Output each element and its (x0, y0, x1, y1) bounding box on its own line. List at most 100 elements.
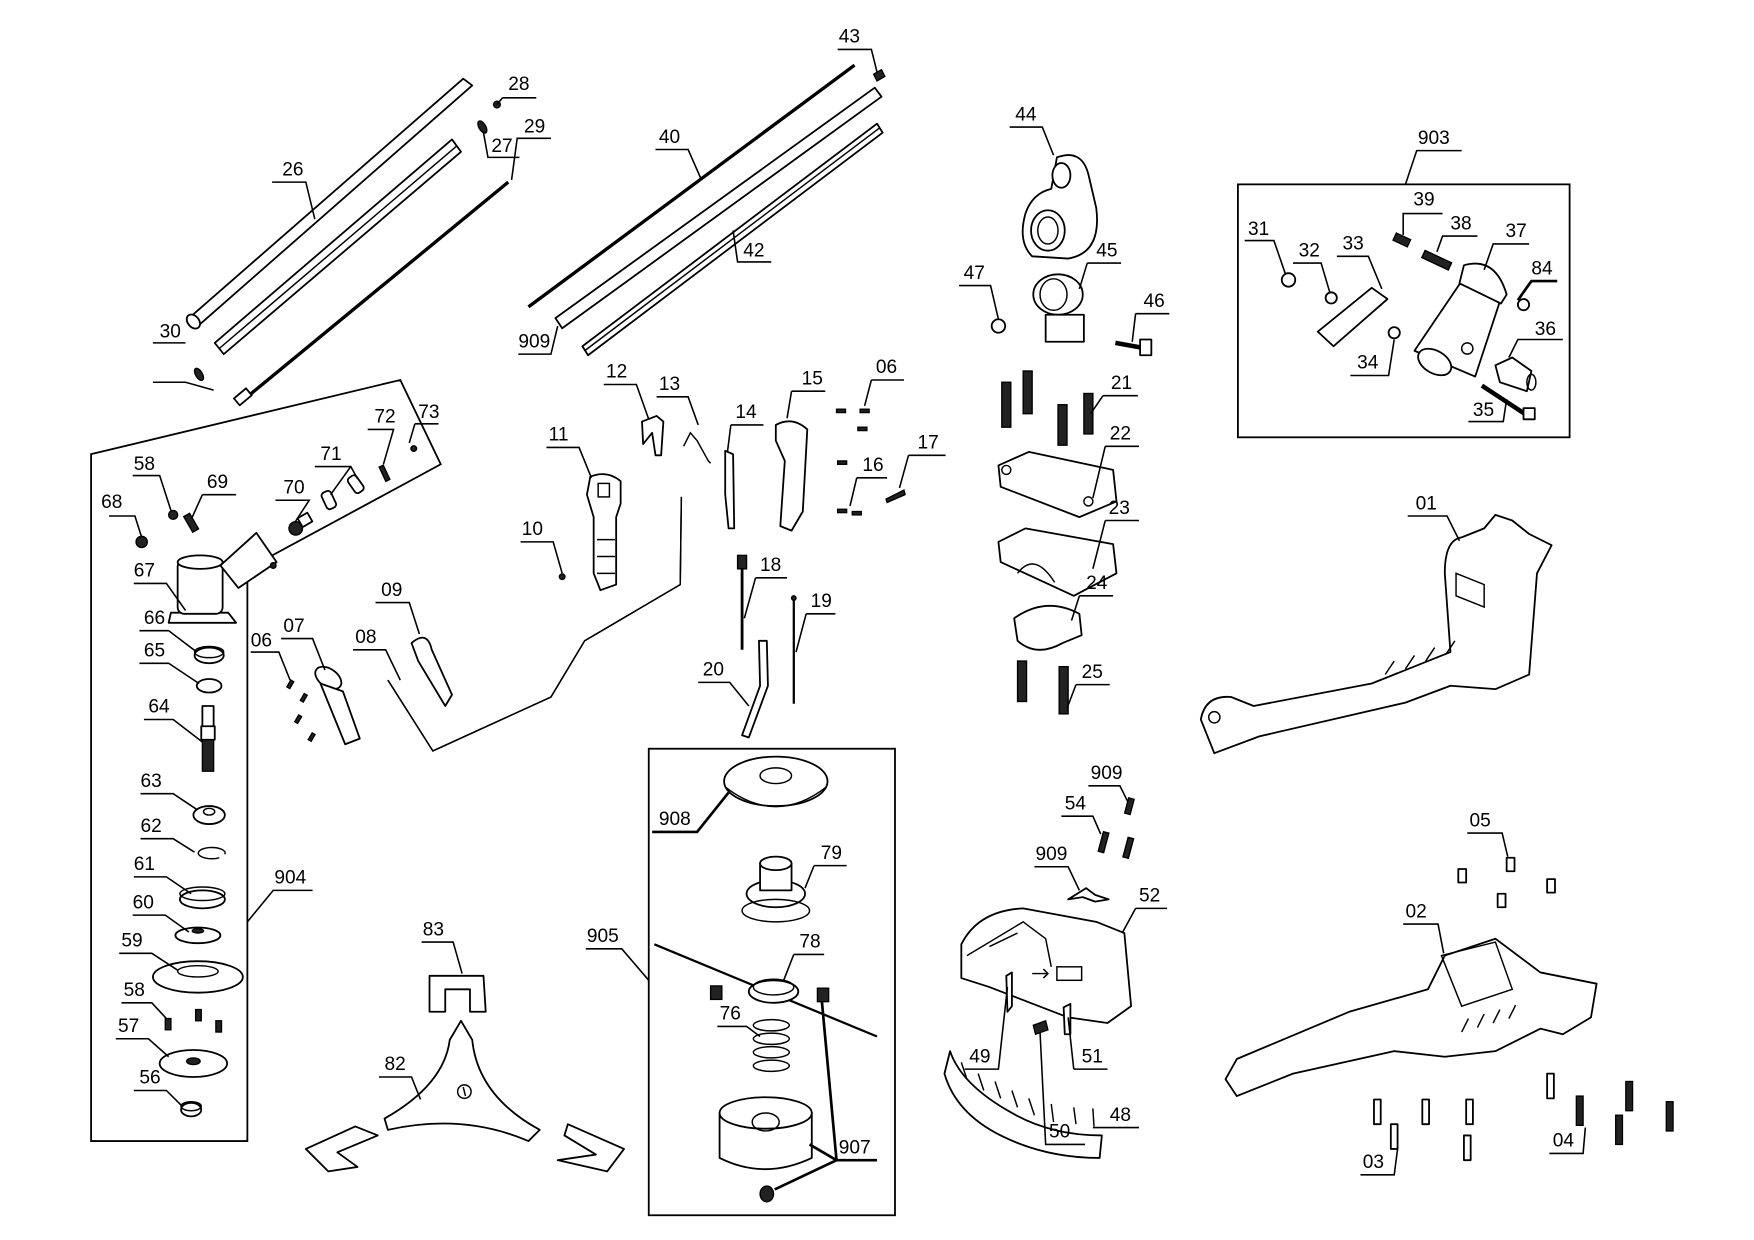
label-68: 68 (101, 492, 143, 538)
part-06-screw-c (293, 713, 303, 725)
label-06-right: 06 (863, 357, 904, 407)
part-71-bearing-b (346, 474, 365, 495)
svg-text:57: 57 (118, 1016, 139, 1037)
part-907-nut (759, 1185, 775, 1203)
part-909-clip (1067, 887, 1110, 903)
label-83: 83 (421, 919, 463, 974)
part-25-screws (1016, 660, 1069, 715)
part-47-nut (990, 318, 1007, 334)
label-45: 45 (1078, 240, 1121, 290)
part-63-bearing (192, 805, 226, 825)
label-11: 11 (546, 425, 593, 479)
part-79-spool (741, 855, 811, 923)
svg-text:61: 61 (134, 854, 155, 875)
label-19: 19 (795, 591, 836, 653)
part-68-nut (135, 535, 148, 549)
label-909-clip: 909 (1034, 844, 1081, 891)
label-05: 05 (1467, 810, 1509, 857)
part-38-spring (1420, 249, 1453, 271)
svg-text:02: 02 (1405, 901, 1426, 922)
part-02-motor-housing-lower (1224, 937, 1598, 1098)
label-36: 36 (1508, 319, 1563, 358)
svg-text:43: 43 (839, 27, 860, 48)
part-42-liner (581, 122, 884, 357)
label-13: 13 (656, 374, 699, 426)
part-54-screw-a (1097, 830, 1110, 854)
svg-text:06: 06 (876, 357, 897, 378)
part-44-handle-bracket (1021, 154, 1098, 260)
part-30-drive-shaft-liner (213, 138, 462, 356)
part-09-grip (410, 636, 453, 707)
svg-text:27: 27 (491, 136, 512, 157)
part-05-grommets (1457, 856, 1556, 909)
label-16: 16 (849, 455, 888, 507)
label-54: 54 (1061, 793, 1102, 835)
part-39-screw (1392, 232, 1412, 248)
label-20: 20 (698, 660, 750, 707)
part-15-handle-half (774, 420, 809, 532)
label-57: 57 (115, 1016, 170, 1058)
part-11-handle-half (586, 473, 622, 592)
label-78: 78 (782, 932, 825, 981)
label-63: 63 (140, 771, 198, 811)
label-14: 14 (726, 402, 764, 453)
svg-text:11: 11 (549, 425, 569, 446)
svg-text:909: 909 (1091, 763, 1123, 784)
svg-text:56: 56 (139, 1068, 160, 1089)
part-43-fitting (872, 68, 886, 82)
group-904-frame (90, 378, 442, 1142)
part-29-drive-shaft (233, 180, 510, 407)
part-19-cable (790, 595, 797, 704)
part-82-blade (383, 1019, 541, 1142)
svg-text:13: 13 (659, 374, 680, 395)
label-52: 52 (1121, 886, 1168, 934)
label-33: 33 (1336, 234, 1383, 290)
svg-text:03: 03 (1363, 1152, 1384, 1173)
svg-text:04: 04 (1553, 1131, 1575, 1152)
svg-text:16: 16 (862, 455, 883, 476)
svg-text:67: 67 (134, 561, 155, 582)
part-32-nut (1324, 291, 1338, 305)
svg-text:83: 83 (423, 919, 444, 940)
part-06-screw-a (285, 679, 295, 690)
svg-text:31: 31 (1248, 219, 1269, 240)
label-909-screw: 909 (1088, 763, 1129, 802)
svg-text:904: 904 (274, 868, 306, 889)
part-907-eyelet-left (709, 985, 723, 1001)
label-30: 30 (152, 321, 214, 391)
label-10: 10 (520, 519, 563, 574)
label-908: 908 (652, 791, 730, 834)
svg-text:65: 65 (144, 641, 165, 662)
svg-text:33: 33 (1342, 234, 1363, 255)
label-907: 907 (774, 1001, 877, 1191)
label-65: 65 (139, 641, 200, 685)
svg-text:79: 79 (821, 843, 842, 864)
label-50: 50 (1039, 1031, 1086, 1146)
part-78-ring (747, 978, 800, 1004)
label-79: 79 (804, 843, 847, 889)
part-37-gear-housing (1413, 262, 1508, 378)
part-60-disc (174, 926, 222, 945)
label-49: 49 (964, 986, 1009, 1070)
part-83-guard-right (556, 1123, 625, 1173)
label-06-left: 06 (250, 630, 291, 681)
label-23: 23 (1092, 498, 1139, 570)
svg-text:58: 58 (124, 980, 145, 1001)
part-49-blade (1005, 971, 1013, 1013)
svg-text:909: 909 (1036, 844, 1068, 865)
svg-text:72: 72 (374, 407, 395, 428)
label-34: 34 (1350, 339, 1395, 377)
svg-text:82: 82 (385, 1054, 406, 1075)
part-16-screw-a (836, 460, 848, 465)
svg-text:44: 44 (1015, 104, 1037, 125)
part-83-guard-left (304, 1125, 379, 1173)
part-73-clip (410, 445, 418, 453)
label-46: 46 (1131, 291, 1170, 342)
svg-text:19: 19 (811, 591, 832, 612)
part-13-spring (682, 431, 712, 464)
part-76-spring (752, 1018, 791, 1073)
svg-text:66: 66 (144, 608, 165, 629)
svg-text:39: 39 (1413, 190, 1434, 211)
label-51: 51 (1067, 1017, 1108, 1070)
label-39: 39 (1402, 190, 1443, 235)
